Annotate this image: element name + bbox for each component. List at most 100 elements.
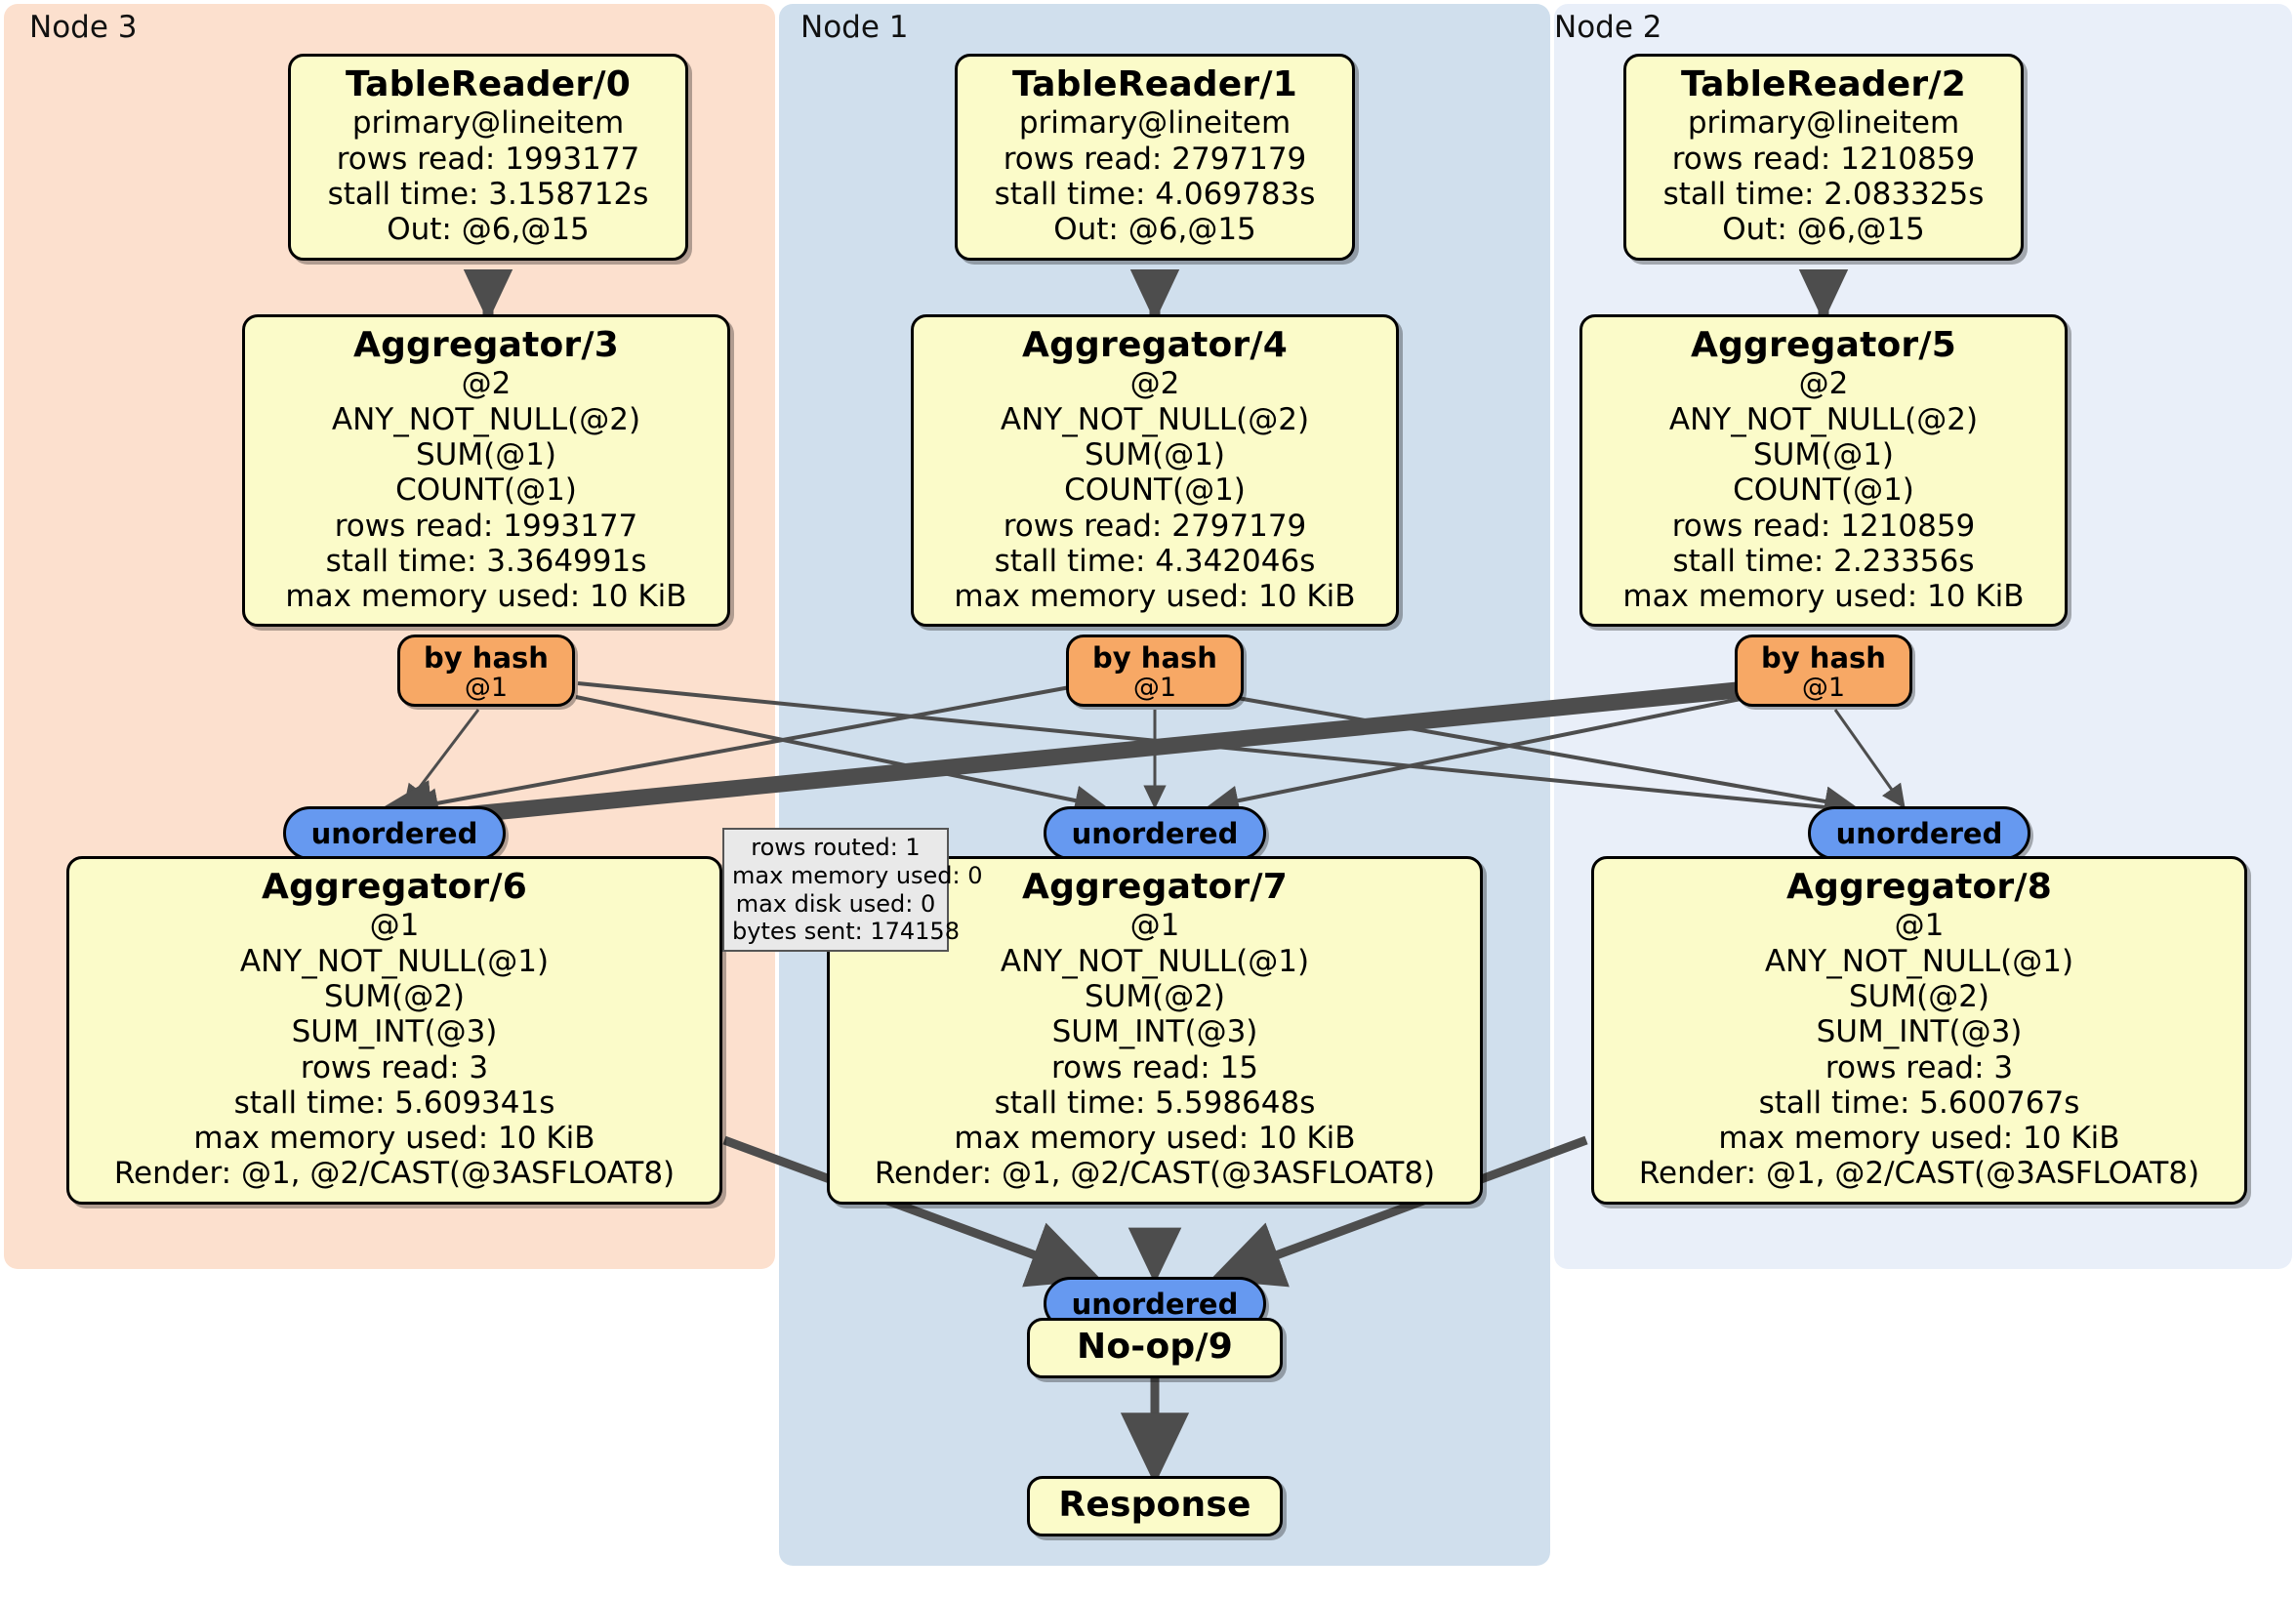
operator-line: Render: @1, @2/CAST(@3ASFLOAT8) [1638,1156,2200,1192]
operator-line: max memory used: 10 KiB [193,1121,595,1157]
operator-line: SUM(@2) [1848,979,1990,1014]
operator-line: stall time: 2.083325s [1662,177,1985,212]
operator-line: SUM(@2) [323,979,466,1014]
operator-line: ANY_NOT_NULL(@2) [1668,401,1979,437]
router-by-hash-right[interactable]: by hash @1 [1735,635,1912,707]
operator-line: rows read: 1210859 [1671,508,1976,544]
operator-line: max memory used: 10 KiB [954,1121,1356,1157]
operator-line: stall time: 3.364991s [325,543,647,579]
operator-tablereader-1[interactable]: TableReader/1 primary@lineitem rows read… [955,54,1355,261]
operator-line: COUNT(@1) [1064,472,1246,509]
operator-line: Out: @6,@15 [1722,212,1925,248]
operator-line: ANY_NOT_NULL(@1) [239,943,550,979]
operator-line: stall time: 5.600767s [1758,1085,2080,1121]
router-label: by hash [424,641,549,675]
edge-hashL-unordL [403,709,480,809]
operator-line: @2 [1129,366,1180,402]
operator-title: TableReader/0 [346,64,631,104]
operator-line: @2 [461,366,512,402]
operator-line: SUM(@1) [1752,437,1895,472]
operator-title: Aggregator/7 [1022,867,1288,907]
synchronizer-label: unordered [1071,1288,1239,1321]
operator-aggregator-8[interactable]: Aggregator/8 @1 ANY_NOT_NULL(@1) SUM(@2)… [1591,856,2247,1205]
operator-line: rows read: 1993177 [334,508,638,544]
operator-line: max memory used: 10 KiB [1622,579,2025,615]
tooltip-line: max memory used: 0 [732,861,983,889]
operator-line: primary@lineitem [1018,105,1292,142]
operator-tablereader-0[interactable]: TableReader/0 primary@lineitem rows read… [288,54,688,261]
operator-line: stall time: 4.069783s [994,177,1316,212]
router-sublabel: @1 [1801,673,1846,704]
tooltip-line: rows routed: 1 [751,834,921,861]
operator-line: Out: @6,@15 [387,212,590,248]
operator-line: @1 [1894,908,1945,944]
operator-line: Render: @1, @2/CAST(@3ASFLOAT8) [113,1156,676,1192]
operator-tablereader-2[interactable]: TableReader/2 primary@lineitem rows read… [1623,54,2024,261]
operator-line: @1 [1129,908,1180,944]
operator-title: Aggregator/4 [1022,325,1288,365]
cluster-node-2-label: Node 2 [1554,10,1662,45]
operator-title: TableReader/1 [1012,64,1297,104]
operator-line: primary@lineitem [351,105,625,142]
router-by-hash-left[interactable]: by hash @1 [397,635,575,707]
operator-line: ANY_NOT_NULL(@1) [1764,943,2074,979]
synchronizer-label: unordered [310,817,478,850]
operator-title: Aggregator/3 [353,325,619,365]
edge-hashR-unordR [1833,709,1906,809]
operator-aggregator-4[interactable]: Aggregator/4 @2 ANY_NOT_NULL(@2) SUM(@1)… [911,314,1399,628]
operator-line: stall time: 2.23356s [1672,543,1975,579]
edge-agg6-unordFinal [722,1135,1102,1288]
operator-line: @2 [1798,366,1849,402]
cluster-node-1-label: Node 1 [800,10,909,45]
edge-agg8-unordFinal [1210,1135,1588,1288]
operator-title: TableReader/2 [1681,64,1966,104]
operator-line: ANY_NOT_NULL(@2) [331,401,641,437]
operator-noop-9[interactable]: No-op/9 [1027,1318,1283,1379]
operator-line: Out: @6,@15 [1053,212,1256,248]
operator-line: rows read: 1210859 [1671,141,1976,177]
operator-line: max memory used: 10 KiB [285,579,687,615]
operator-aggregator-6[interactable]: Aggregator/6 @1 ANY_NOT_NULL(@1) SUM(@2)… [66,856,722,1205]
operator-line: SUM(@1) [1084,437,1226,472]
operator-line: stall time: 4.342046s [994,543,1316,579]
router-label: by hash [1092,641,1217,675]
operator-line: Render: @1, @2/CAST(@3ASFLOAT8) [874,1156,1436,1192]
tooltip-line: bytes sent: 174158 [732,918,960,946]
operator-line: COUNT(@1) [395,472,577,509]
operator-title: Aggregator/5 [1691,325,1956,365]
operator-line: SUM(@1) [415,437,557,472]
operator-line: stall time: 3.158712s [327,177,649,212]
operator-line: rows read: 3 [300,1049,489,1085]
edge-hashR-unordL [351,679,1758,856]
synchronizer-unordered-right[interactable]: unordered [1808,806,2030,860]
router-sublabel: @1 [464,673,509,704]
synchronizer-unordered-mid[interactable]: unordered [1044,806,1266,860]
operator-line: ANY_NOT_NULL(@2) [1000,401,1310,437]
operator-aggregator-5[interactable]: Aggregator/5 @2 ANY_NOT_NULL(@2) SUM(@1)… [1579,314,2068,628]
tooltip-line: max disk used: 0 [735,889,936,918]
operator-line: rows read: 2797179 [1003,508,1307,544]
operator-aggregator-7[interactable]: Aggregator/7 @1 ANY_NOT_NULL(@1) SUM(@2)… [827,856,1483,1205]
operator-response[interactable]: Response [1027,1476,1283,1537]
router-by-hash-mid[interactable]: by hash @1 [1066,635,1244,707]
cluster-node-3-label: Node 3 [29,10,138,45]
synchronizer-label: unordered [1071,817,1239,850]
operator-title: Aggregator/6 [262,867,527,907]
edge-hashM-unordL [406,681,1092,819]
operator-line: rows read: 2797179 [1003,141,1307,177]
operator-line: @1 [369,908,420,944]
router-stats-tooltip: rows routed: 1 max memory used: 0 max di… [722,828,983,953]
operator-line: SUM_INT(@3) [1051,1014,1258,1050]
router-label: by hash [1761,641,1886,675]
router-sublabel: @1 [1132,673,1177,704]
operator-line: SUM_INT(@3) [1816,1014,2023,1050]
operator-line: rows read: 3 [1824,1049,2014,1085]
operator-title: Aggregator/8 [1786,867,2052,907]
operator-aggregator-3[interactable]: Aggregator/3 @2 ANY_NOT_NULL(@2) SUM(@1)… [242,314,730,628]
synchronizer-unordered-left[interactable]: unordered [283,806,506,860]
operator-line: COUNT(@1) [1733,472,1914,509]
edge-hashL-unordM [575,695,1107,816]
operator-line: SUM(@2) [1084,979,1226,1014]
